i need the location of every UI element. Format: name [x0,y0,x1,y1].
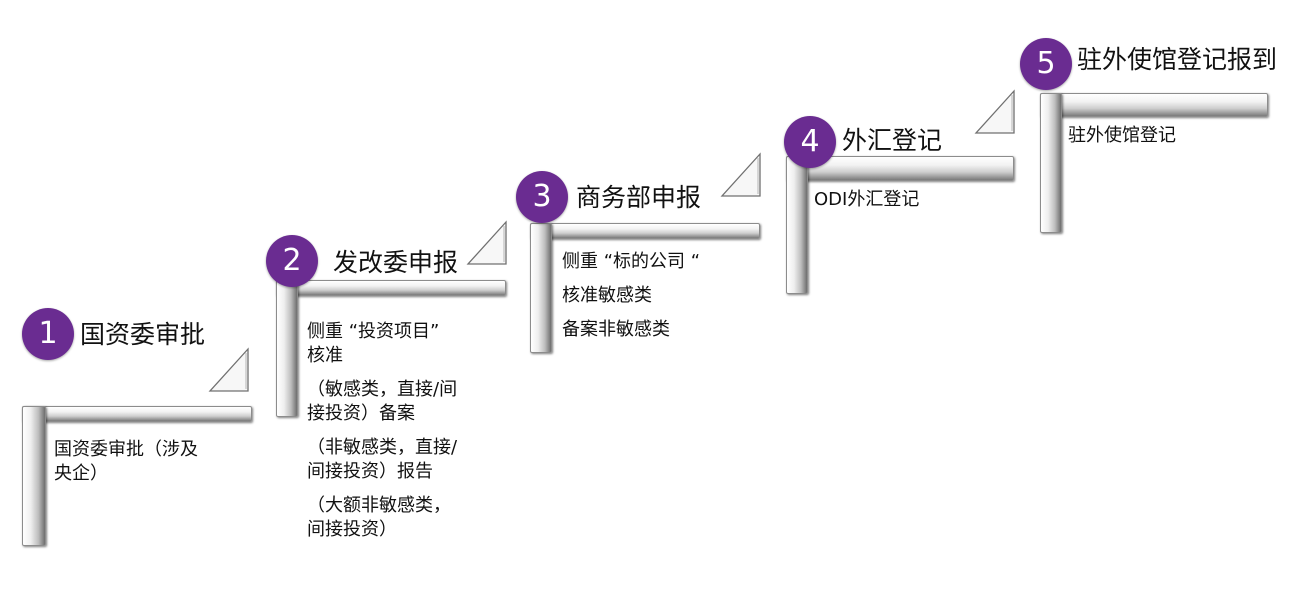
step-2-title: 发改委申报 [333,248,459,277]
step-4-horizontal-bar [786,156,1014,181]
step-2-line-4: 接投资）备案 [307,403,415,424]
step-1-title: 国资委审批 [80,320,206,349]
step-5-number-badge: 5 [1020,38,1072,90]
step-2-number-badge: 2 [266,235,318,287]
step-2-line-1: 侧重 “投资项目” [307,321,440,342]
step-5-title: 驻外使馆登记报到 [1077,45,1278,74]
step-3-line-1: 侧重 “标的公司 “ [562,251,701,272]
step-1-vertical-bar [22,406,46,546]
step-3-vertical-bar [530,223,552,353]
step-3-description: 侧重 “标的公司 “ 核准敏感类 备案非敏感类 [562,250,758,342]
step-1-description: 国资委审批（涉及 央企） [54,438,244,486]
step-3-title: 商务部申报 [576,183,702,212]
step-4-description: ODI外汇登记 [814,188,1010,212]
step-3-line-3: 备案非敏感类 [562,319,670,340]
step-2-vertical-bar [276,280,298,417]
step-5-vertical-bar [1040,93,1062,233]
step-3-horizontal-bar [530,223,760,239]
step-5-horizontal-bar [1040,93,1268,117]
step-2-line-5: （非敏感类，直接/ [307,437,458,458]
step-3-line-2: 核准敏感类 [562,285,652,306]
step-3-number-badge: 3 [516,171,568,223]
step-4-arrow-triangle [974,89,1015,134]
step-1-horizontal-bar [22,406,252,422]
step-4-title: 外汇登记 [842,126,943,155]
step-4-vertical-bar [786,156,808,294]
step-2-line-2: 核准 [307,345,343,366]
step-2-horizontal-bar [276,280,506,296]
step-1-arrow-triangle [208,347,249,392]
step-2-line-3: （敏感类，直接/间 [307,379,458,400]
step-2-line-7: （大额非敏感类， [307,495,451,516]
step-1-number-badge: 1 [22,308,74,360]
step-5-description: 驻外使馆登记 [1068,124,1264,148]
step-3-arrow-triangle [720,152,761,197]
step-2-line-6: 间接投资）报告 [307,461,433,482]
step-4-line-1: ODI外汇登记 [814,189,920,210]
step-5-line-1: 驻外使馆登记 [1068,125,1176,146]
step-2-line-8: 间接投资） [307,519,397,540]
step-2-arrow-triangle [466,220,507,265]
step-1-line-1: 国资委审批（涉及 [54,439,198,460]
step-2-description: 侧重 “投资项目” 核准 （敏感类，直接/间 接投资）备案 （非敏感类，直接/ … [307,320,507,542]
step-1-line-2: 央企） [54,463,108,484]
step-4-number-badge: 4 [784,116,836,168]
